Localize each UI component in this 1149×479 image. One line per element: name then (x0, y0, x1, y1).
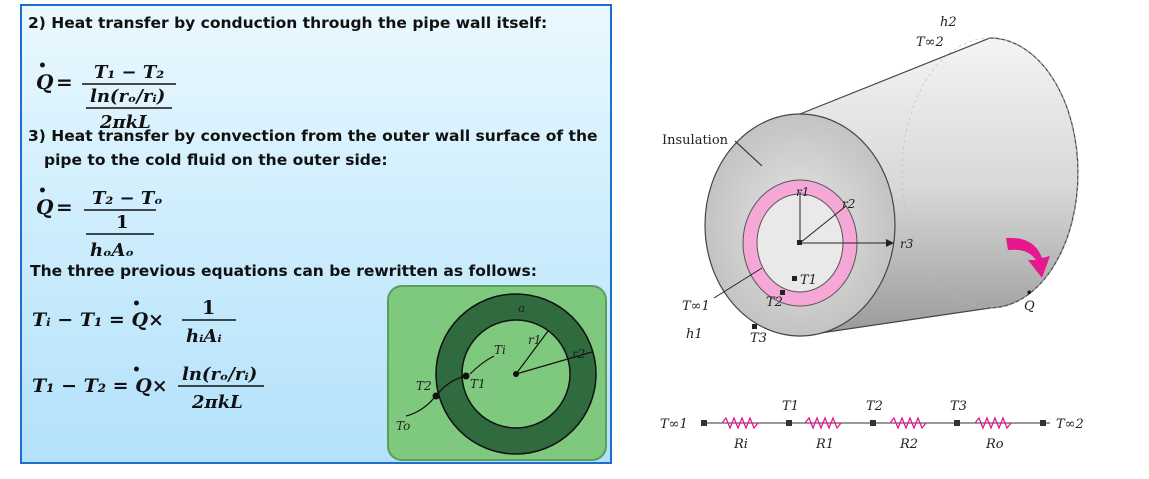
svg-text:=: = (56, 195, 73, 219)
heat-flow-arrow (1006, 237, 1050, 278)
heading-convection-cont: pipe to the cold fluid on the outer side… (44, 151, 388, 169)
eq-denominator: 2πkL (191, 392, 243, 413)
svg-text:=: = (56, 70, 73, 94)
node-t3: T3 (950, 399, 967, 414)
eq-numerator: T₁ − T₂ (94, 62, 164, 83)
resistor-r2 (889, 416, 927, 430)
label-t2: T2 (416, 379, 432, 393)
eq-numerator: ln(rₒ/rᵢ) (182, 364, 257, 385)
resistor-r1 (804, 416, 842, 430)
eq-lhs: Tᵢ − T₁ = Q× (32, 309, 164, 331)
label-h1: h1 (686, 327, 703, 342)
eq-mid: ln(rₒ/rᵢ) (90, 86, 165, 107)
label-r2: r2 (572, 347, 585, 361)
label-t-inf-1: T∞1 (682, 299, 710, 314)
label-t-inf-2: T∞2 (1056, 417, 1084, 432)
label-r1: r1 (796, 185, 809, 199)
label-r1: R1 (815, 437, 834, 452)
eq-lhs-q: Q (36, 70, 54, 94)
eq-numerator: 1 (202, 297, 215, 319)
svg-text:•: • (1026, 288, 1032, 299)
label-to: To (396, 419, 410, 433)
label-r2: R2 (899, 437, 918, 452)
insulated-cylinder-diagram: h2 T∞2 Insulation r1 r2 r3 T1 T2 T3 T∞1 … (662, 15, 1079, 346)
label-r2: r2 (842, 197, 855, 211)
eq-numerator: T₂ − Tₒ (92, 188, 163, 209)
label-ro: Ro (985, 437, 1004, 452)
equation-rewrite-1: Tᵢ − T₁ = Q× • 1 hᵢAᵢ (32, 296, 236, 347)
label-ti: Ti (494, 343, 506, 357)
label-a: a (518, 301, 525, 315)
label-t-inf-2: T∞2 (916, 35, 944, 50)
equation-rewrite-2: T₁ − T₂ = Q× • ln(rₒ/rᵢ) 2πkL (32, 362, 264, 413)
label-t2: T2 (766, 295, 783, 310)
label-t1: T1 (470, 377, 486, 391)
node-t2: T2 (866, 399, 883, 414)
heading-conduction: 2) Heat transfer by conduction through t… (28, 14, 548, 32)
eq-denominator: hₒAₒ (90, 240, 134, 261)
eq-mid: 1 (116, 212, 129, 233)
label-insulation: Insulation (662, 133, 729, 148)
eq-denominator: 2πkL (99, 112, 151, 133)
label-h2: h2 (940, 15, 957, 30)
eq-denominator: hᵢAᵢ (186, 326, 222, 347)
svg-text:•: • (38, 183, 47, 199)
resistor-ri (721, 416, 759, 430)
svg-text:•: • (132, 362, 141, 378)
thermal-resistance-network: T∞1 T∞2 T1 T2 T3 Ri R1 R2 Ro (660, 399, 1084, 452)
node-t1: T1 (782, 399, 799, 414)
label-r1: r1 (528, 333, 541, 347)
eq-lhs-q: Q (36, 195, 54, 219)
equation-convection: Q • = T₂ − Tₒ 1 hₒAₒ (36, 183, 163, 261)
label-t-inf-1: T∞1 (660, 417, 688, 432)
svg-text:•: • (132, 296, 141, 312)
eq-lhs: T₁ − T₂ = Q× (32, 375, 168, 397)
label-q: Q (1024, 299, 1035, 314)
svg-text:•: • (38, 58, 47, 74)
heading-convection: 3) Heat transfer by convection from the … (28, 127, 598, 145)
label-t1: T1 (800, 273, 817, 288)
rewrite-intro: The three previous equations can be rewr… (30, 262, 537, 280)
label-ri: Ri (733, 437, 748, 452)
equation-conduction: Q • = T₁ − T₂ ln(rₒ/rᵢ) 2πkL (36, 58, 176, 133)
resistor-ro (974, 416, 1012, 430)
label-t3: T3 (750, 331, 767, 346)
label-r3: r3 (900, 237, 914, 251)
pipe-cross-section-diagram: a Ti r1 r2 T1 T2 To (387, 285, 607, 461)
